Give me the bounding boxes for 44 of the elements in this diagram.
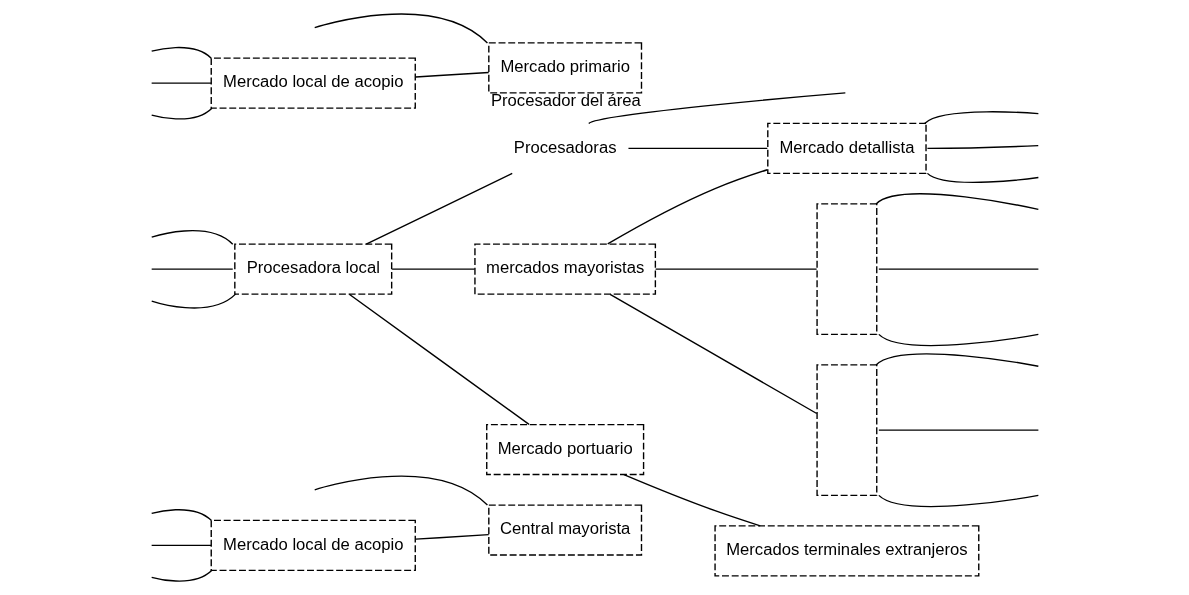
connector — [654, 268, 817, 270]
connector — [606, 169, 768, 245]
connector — [877, 429, 1039, 431]
connector — [877, 268, 1039, 270]
node-label: Procesador del área — [490, 91, 641, 111]
node-box: Mercado detallista — [766, 122, 927, 175]
connector — [926, 172, 1039, 184]
connector — [608, 293, 817, 415]
connector — [874, 353, 1039, 367]
connector — [150, 569, 213, 582]
connector — [313, 13, 488, 44]
connector — [150, 82, 212, 84]
connector — [877, 494, 1039, 508]
connector — [587, 92, 846, 125]
node-box: Procesadora local — [233, 243, 392, 295]
connector — [150, 544, 212, 547]
node-box: Central mayorista — [487, 504, 642, 556]
connector — [150, 46, 212, 59]
connector — [150, 268, 233, 270]
connector — [348, 293, 530, 426]
connector — [150, 293, 236, 309]
connector — [923, 111, 1039, 125]
connector — [414, 71, 489, 78]
connector — [877, 333, 1039, 347]
node-box: Mercado primario — [487, 42, 642, 94]
node-box: Mercado local de acopio — [210, 519, 416, 572]
connector — [627, 147, 768, 150]
connector — [365, 172, 513, 245]
connector — [150, 107, 213, 120]
node-box: Mercado portuario — [485, 423, 644, 476]
node-box: Mercado local de acopio — [210, 57, 416, 109]
connector — [150, 509, 212, 522]
connector — [313, 475, 488, 506]
node-box: Mercados terminales extranjeros — [713, 525, 979, 577]
connector — [150, 229, 233, 245]
connector — [622, 473, 761, 527]
node-box — [815, 364, 877, 497]
node-box — [815, 203, 877, 336]
connector — [390, 268, 475, 270]
connector — [926, 144, 1039, 150]
connector — [414, 533, 489, 540]
node-box: mercados mayoristas — [473, 243, 656, 295]
node-text: Procesadoras — [513, 137, 616, 157]
connector — [874, 193, 1039, 211]
